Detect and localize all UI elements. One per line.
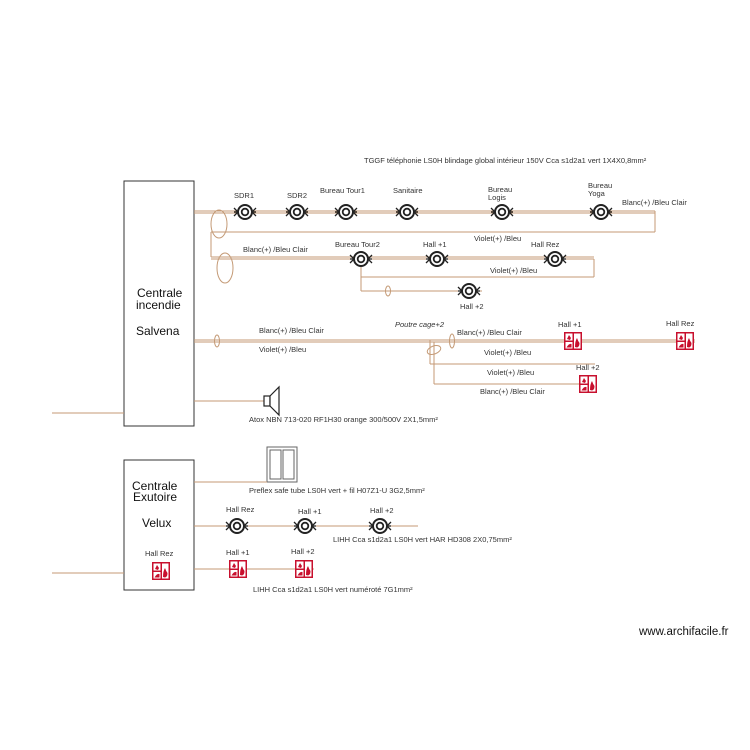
vents-cable-label: LIHH Cca s1d2a1 LS0H vert HAR HD308 2X0,… <box>333 535 512 544</box>
label-sanitaire: Sanitaire <box>393 186 423 195</box>
fire-wire-top: Blanc(+) /Bleu Clair <box>259 326 324 335</box>
phone-socket-icon <box>490 204 514 220</box>
phone-socket-icon <box>285 204 309 220</box>
fire-lower-wire-top: Violet(+) /Bleu <box>487 368 534 377</box>
phone-socket-icon <box>334 204 358 220</box>
central-fire-line2: incendie <box>136 298 181 312</box>
phone-socket-icon <box>457 283 481 299</box>
watermark: www.archifacile.fr <box>638 626 729 638</box>
window-icon <box>266 446 298 483</box>
diagram-title: TGGF téléphonie LS0H blindage global int… <box>364 156 647 165</box>
central-exhaust-line1: Centrale <box>132 479 178 493</box>
label-bureau-logis-1: Bureau <box>488 185 512 194</box>
phone-socket-icon <box>425 251 449 267</box>
wire-label-line2-left: Blanc(+) /Bleu Clair <box>243 245 308 254</box>
fire-button-icon <box>295 560 313 578</box>
fire-call-point-icon <box>564 332 582 350</box>
fire-right-wire-bottom: Violet(+) /Bleu <box>484 348 531 357</box>
wire-label-line2-bottom: Violet(+) /Bleu <box>490 266 537 275</box>
central-exhaust-hall-label: Hall Rez <box>145 549 174 558</box>
label-call-hall-rez: Hall Rez <box>666 319 695 328</box>
central-fire-line1: Centrale <box>137 286 183 300</box>
label-hall-rez-phone: Hall Rez <box>531 240 560 249</box>
fire-lower-wire-bottom: Blanc(+) /Bleu Clair <box>480 387 545 396</box>
siren-cable-label: Atox NBN 713-020 RF1H30 orange 300/500V … <box>249 415 438 424</box>
phone-socket-icon <box>589 204 613 220</box>
phone-socket-icon <box>349 251 373 267</box>
fire-button-icon <box>152 562 170 580</box>
fire-wire-bottom: Violet(+) /Bleu <box>259 345 306 354</box>
vent-sensor-icon <box>368 518 392 534</box>
label-bureau-tour2: Bureau Tour2 <box>335 240 380 249</box>
label-hall-plus2-phone: Hall +2 <box>460 302 484 311</box>
central-exhaust-line3: Velux <box>142 516 171 530</box>
phone-line-1-cables <box>194 209 656 297</box>
siren-icon <box>263 385 280 417</box>
wire-label-line1: Blanc(+) /Bleu Clair <box>622 198 687 207</box>
label-vent-hall-plus1: Hall +1 <box>298 507 322 516</box>
label-hall-plus1-phone: Hall +1 <box>423 240 447 249</box>
central-exhaust-line2: Exutoire <box>133 490 177 504</box>
label-call-hall-plus1: Hall +1 <box>558 320 582 329</box>
branch-label-poutre: Poutre cage+2 <box>395 320 445 329</box>
label-vent-hall-rez: Hall Rez <box>226 505 255 514</box>
vent-sensor-icon <box>293 518 317 534</box>
vent-sensor-icon <box>225 518 249 534</box>
label-vent-hall-plus2: Hall +2 <box>370 506 394 515</box>
buttons-cable-label: LIHH Cca s1d2a1 LS0H vert numéroté 7G1mm… <box>253 585 413 594</box>
fire-line-cables <box>194 333 695 385</box>
fire-call-point-icon <box>579 375 597 393</box>
fire-call-point-icon <box>676 332 694 350</box>
label-bureau-logis-2: Logis <box>488 193 506 202</box>
phone-socket-icon <box>395 204 419 220</box>
label-call-hall-plus2: Hall +2 <box>576 363 600 372</box>
label-button-hall-plus2: Hall +2 <box>291 547 315 556</box>
fire-button-icon <box>229 560 247 578</box>
phone-socket-icon <box>543 251 567 267</box>
fire-right-wire-top: Blanc(+) /Bleu Clair <box>457 328 522 337</box>
wire-label-line2-top: Violet(+) /Bleu <box>474 234 521 243</box>
label-sdr2: SDR2 <box>287 191 307 200</box>
label-bureau-tour1: Bureau Tour1 <box>320 186 365 195</box>
window-cable-label: Preflex safe tube LS0H vert + fil H07Z1-… <box>249 486 425 495</box>
label-button-hall-plus1: Hall +1 <box>226 548 250 557</box>
phone-socket-icon <box>233 204 257 220</box>
label-bureau-yoga-2: Yoga <box>588 189 606 198</box>
label-bureau-yoga-1: Bureau <box>588 181 612 190</box>
central-fire-line3: Salvena <box>136 324 180 338</box>
label-sdr1: SDR1 <box>234 191 254 200</box>
central-fire-box <box>123 180 195 427</box>
